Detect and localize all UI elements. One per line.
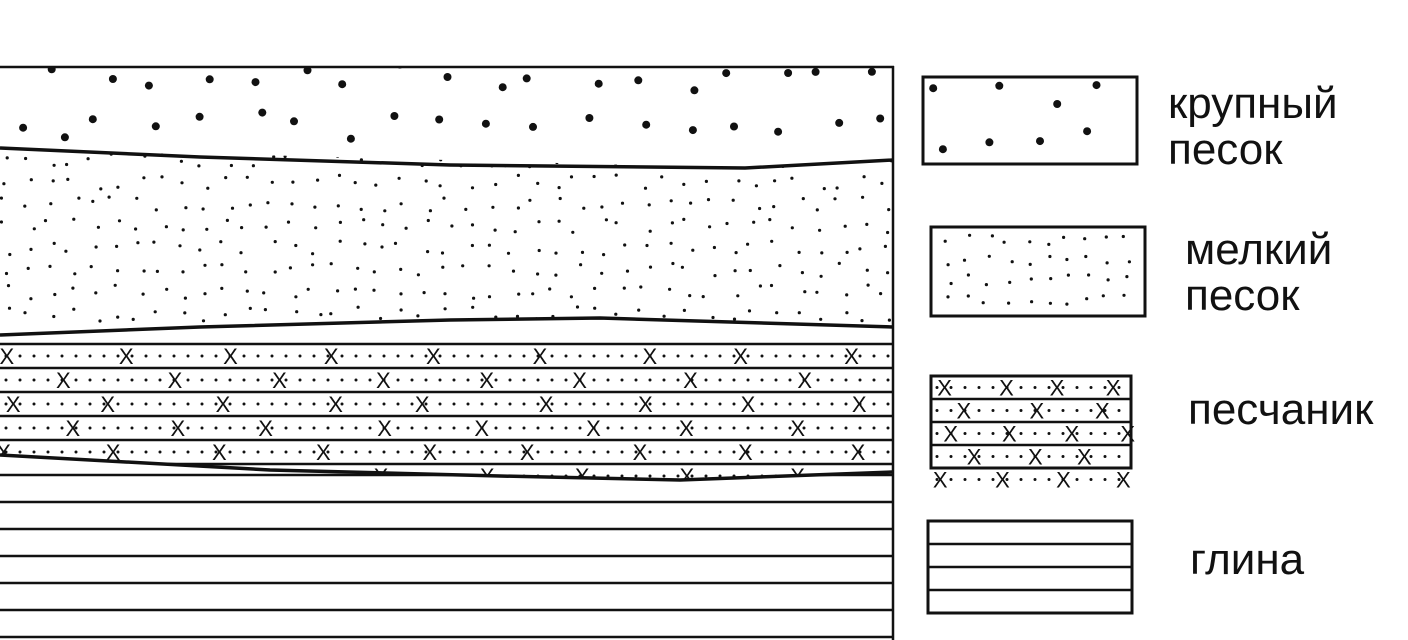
svg-text:X: X <box>212 440 227 465</box>
svg-text:X: X <box>1120 422 1135 447</box>
svg-text:X: X <box>316 440 331 465</box>
svg-text:X: X <box>790 416 805 441</box>
svg-text:X: X <box>995 468 1010 493</box>
svg-text:X: X <box>572 368 587 393</box>
svg-text:X: X <box>1002 422 1017 447</box>
svg-text:X: X <box>683 368 698 393</box>
svg-text:X: X <box>216 392 231 417</box>
svg-text:X: X <box>422 440 437 465</box>
svg-text:X: X <box>1116 468 1131 493</box>
svg-text:X: X <box>223 344 238 369</box>
fine-sand-layer <box>0 151 893 323</box>
svg-text:X: X <box>844 344 859 369</box>
svg-text:X: X <box>1106 376 1121 401</box>
svg-text:X: X <box>943 422 958 447</box>
svg-text:X: X <box>967 445 982 470</box>
svg-text:X: X <box>1095 399 1110 424</box>
clay-swatch-frame <box>926 519 1134 615</box>
svg-text:X: X <box>1050 376 1065 401</box>
svg-text:X: X <box>1056 468 1071 493</box>
svg-text:X: X <box>374 464 389 489</box>
svg-text:X: X <box>638 392 653 417</box>
fine-sand-label-line2: песок <box>1185 271 1300 320</box>
svg-text:X: X <box>415 392 430 417</box>
svg-text:X: X <box>171 416 186 441</box>
svg-text:X: X <box>586 416 601 441</box>
svg-text:X: X <box>956 399 971 424</box>
svg-text:X: X <box>679 464 694 489</box>
svg-text:X: X <box>119 344 134 369</box>
svg-text:X: X <box>479 368 494 393</box>
svg-text:X: X <box>1028 445 1043 470</box>
svg-text:X: X <box>324 344 339 369</box>
svg-text:X: X <box>376 368 391 393</box>
sandstone-label: песчаник <box>1188 385 1374 434</box>
svg-text:X: X <box>266 464 281 489</box>
coarse-sand-swatch <box>929 81 1101 154</box>
svg-text:X: X <box>6 392 21 417</box>
coarse-sand-layer <box>19 66 885 143</box>
svg-text:X: X <box>168 368 183 393</box>
boundary-fine-sandstone <box>0 316 894 337</box>
sandstone-swatch-frame <box>929 374 1133 470</box>
svg-text:X: X <box>520 440 535 465</box>
svg-text:X: X <box>0 344 14 369</box>
coarse-sand-label-line1: крупный <box>1168 79 1338 128</box>
svg-text:X: X <box>153 464 168 489</box>
svg-text:X: X <box>741 392 756 417</box>
svg-text:X: X <box>0 440 11 465</box>
svg-text:X: X <box>999 376 1014 401</box>
coarse-sand-swatch-frame <box>921 75 1139 166</box>
svg-text:X: X <box>56 368 71 393</box>
svg-text:X: X <box>679 416 694 441</box>
svg-text:X: X <box>633 440 648 465</box>
fine-sand-swatch-frame <box>929 225 1147 318</box>
svg-text:X: X <box>539 392 554 417</box>
coarse-sand-label-line2: песок <box>1168 125 1283 174</box>
svg-text:X: X <box>100 392 115 417</box>
fine-sand-label-line1: мелкий <box>1185 225 1332 274</box>
boundary-coarse-fine <box>0 146 894 170</box>
svg-text:X: X <box>852 392 867 417</box>
svg-text:X: X <box>426 344 441 369</box>
boundary-sandstone-clay <box>0 453 894 482</box>
legend-item-fine-sand: мелкий песок <box>929 225 1332 320</box>
svg-text:X: X <box>738 440 753 465</box>
fine-sand-swatch <box>943 233 1131 306</box>
clay-layer <box>0 473 893 639</box>
svg-text:X: X <box>1065 422 1080 447</box>
svg-text:X: X <box>851 440 866 465</box>
clay-label: глина <box>1190 535 1305 584</box>
svg-text:X: X <box>1029 399 1044 424</box>
svg-text:X: X <box>328 392 343 417</box>
svg-text:X: X <box>937 376 952 401</box>
svg-text:X: X <box>106 440 121 465</box>
svg-text:X: X <box>933 468 948 493</box>
svg-text:X: X <box>797 368 812 393</box>
legend-item-clay: глина <box>926 519 1305 615</box>
svg-text:X: X <box>377 416 392 441</box>
svg-text:X: X <box>533 344 548 369</box>
clay-swatch <box>928 542 1132 592</box>
svg-text:X: X <box>1077 445 1092 470</box>
svg-text:X: X <box>64 464 79 489</box>
svg-text:X: X <box>272 368 287 393</box>
svg-text:X: X <box>65 416 80 441</box>
svg-text:X: X <box>474 416 489 441</box>
svg-text:X: X <box>258 416 273 441</box>
legend-item-coarse-sand: крупный песок <box>921 75 1338 174</box>
svg-text:X: X <box>733 344 748 369</box>
svg-text:X: X <box>643 344 658 369</box>
